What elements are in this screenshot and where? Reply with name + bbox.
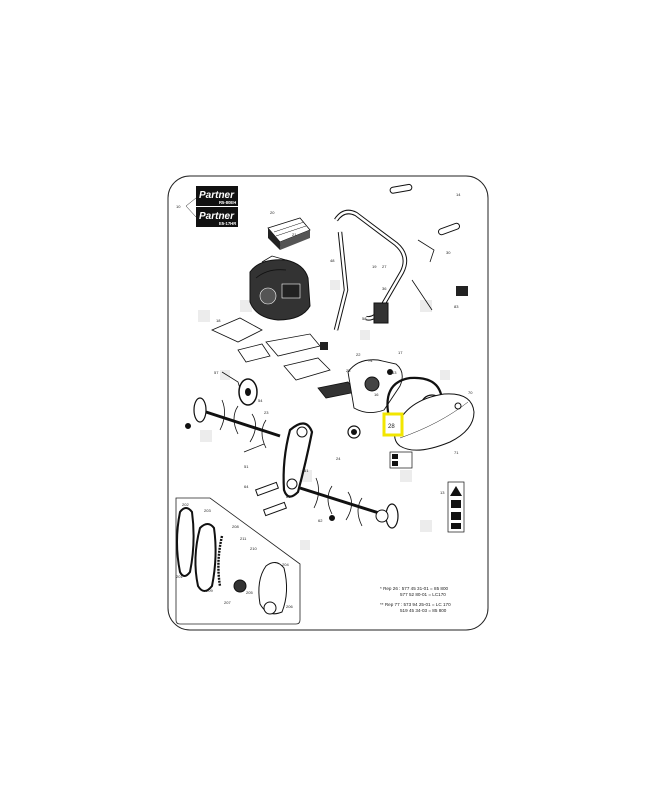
callout-62: 62 <box>318 518 323 523</box>
left-tine-assembly <box>185 397 281 453</box>
reference-notes: * Rep 26 : 577 45 31-01 = 85 800 577 52 … <box>380 586 451 613</box>
belt-cover-part <box>394 393 475 451</box>
engine-part <box>249 255 311 321</box>
callout-83: 83 <box>454 304 459 309</box>
brand-name-2: Partner <box>199 211 235 222</box>
callout-205: 205 <box>246 590 253 595</box>
callout-209: 209 <box>206 588 213 593</box>
callout-81: 81 <box>286 494 291 499</box>
callout-61: 61 <box>304 468 309 473</box>
callout-21: 21 <box>292 232 297 237</box>
callout-58: 58 <box>362 316 367 321</box>
model-name-1: R5-80EH <box>219 200 236 205</box>
callout-30: 30 <box>446 250 451 255</box>
callout-numbers: 10 13 14 16 17 18 19 20 21 22 23 24 25 27 30 36 48 51 54 57… <box>176 192 473 609</box>
highlight-box <box>382 412 404 437</box>
right-tine-assembly <box>299 477 399 529</box>
callout-16: 16 <box>374 392 379 397</box>
brand-logo-2: Partner E5-17HR <box>196 207 238 227</box>
callout-57: 57 <box>214 370 219 375</box>
note-line-1: * Rep 26 : 577 45 31-01 = 85 800 <box>380 586 449 591</box>
callout-17: 17 <box>398 350 403 355</box>
callout-18: 18 <box>216 318 221 323</box>
note-line-3: ** Rep 77 : 573 94 25-01 = LC 170 <box>380 602 451 607</box>
callout-48: 48 <box>330 258 335 263</box>
highlighted-part-28: 28 <box>382 412 404 437</box>
callout-20: 20 <box>270 210 275 215</box>
callout-27: 27 <box>382 264 387 269</box>
callout-25: 25 <box>346 368 351 373</box>
callout-206: 206 <box>286 604 293 609</box>
callout-71: 71 <box>454 450 459 455</box>
logo-leader-lines <box>185 197 197 218</box>
tine-box-part <box>267 217 311 250</box>
callout-19: 19 <box>372 264 377 269</box>
callout-78: 78 <box>276 242 281 247</box>
note-line-4: 519 45 34-03 = 85 800 <box>400 608 447 613</box>
callout-13: 13 <box>440 490 445 495</box>
callout-51: 51 <box>244 464 249 469</box>
callout-64: 64 <box>244 484 249 489</box>
chassis-plates <box>211 317 357 399</box>
callout-74: 74 <box>368 358 373 363</box>
callout-204: 204 <box>282 562 289 567</box>
callout-14: 14 <box>456 192 461 197</box>
highlight-label: 28 <box>388 424 395 430</box>
brand-name-1: Partner <box>199 190 235 201</box>
callout-203: 203 <box>204 508 211 513</box>
callout-210: 210 <box>250 546 257 551</box>
callout-207: 207 <box>224 600 231 605</box>
callout-23: 23 <box>264 410 269 415</box>
callout-22: 22 <box>356 352 361 357</box>
callout-10: 10 <box>176 204 181 209</box>
inset-detail-box <box>175 497 301 625</box>
callout-211: 211 <box>240 536 247 541</box>
note-line-2: 577 52 80-01 = LC170 <box>400 592 446 597</box>
decal-stickers <box>389 451 465 533</box>
callout-24: 24 <box>336 456 341 461</box>
callout-202: 202 <box>182 502 189 507</box>
bearing-part <box>347 425 361 439</box>
callout-208: 208 <box>232 524 239 529</box>
handlebar-part <box>333 183 468 331</box>
background-placeholder-boxes <box>198 280 450 550</box>
callout-54: 54 <box>258 398 263 403</box>
brand-logo-1: Partner R5-80EH <box>196 186 238 206</box>
model-name-2: E5-17HR <box>219 221 236 226</box>
chain-drive-part <box>254 422 314 517</box>
callout-70: 70 <box>468 390 473 395</box>
transport-wheel-part <box>221 371 258 406</box>
callout-201: 201 <box>176 574 183 579</box>
callout-36: 36 <box>382 286 387 291</box>
sheet-border <box>167 175 489 631</box>
callout-63: 63 <box>392 370 397 375</box>
